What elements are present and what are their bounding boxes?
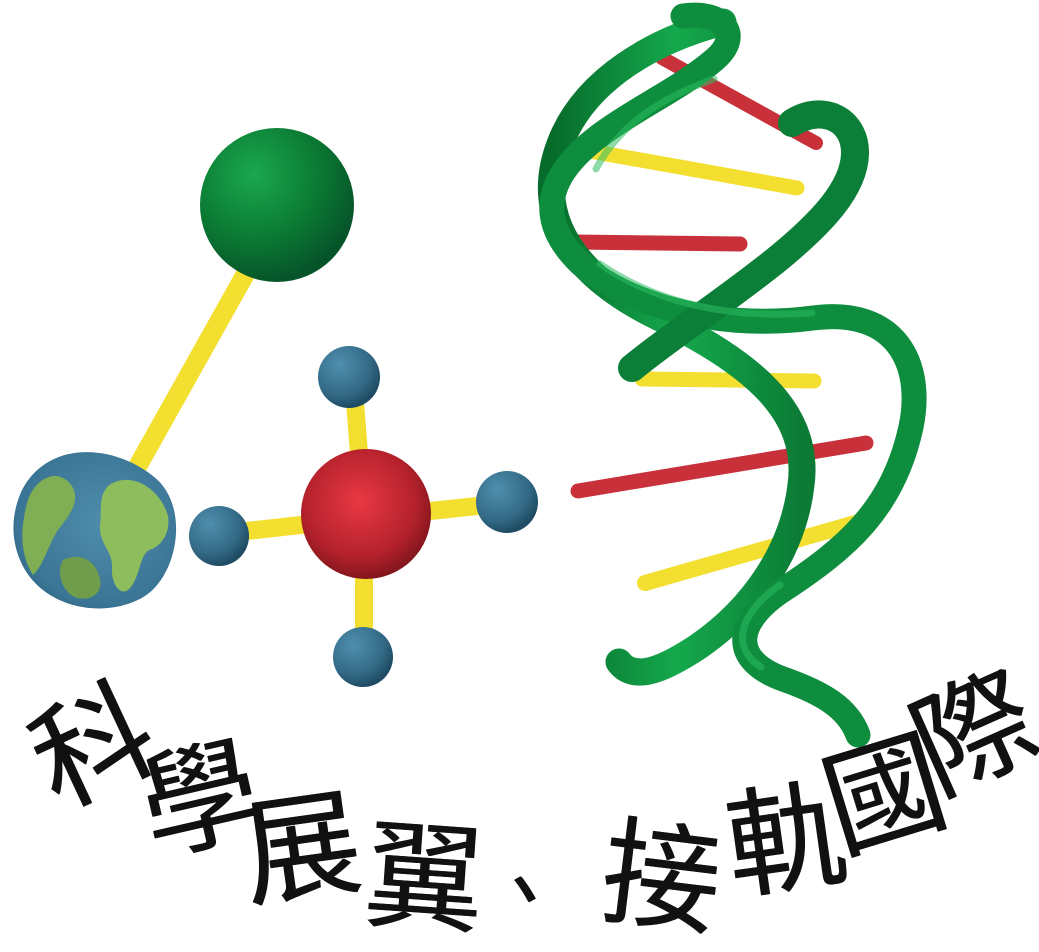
red-center-atom <box>301 449 431 579</box>
dna-strand-top-ribbon <box>618 100 869 382</box>
blue-atom-top <box>318 346 380 408</box>
earth-globe <box>13 452 177 609</box>
slogan-char-6: 接 <box>594 802 728 952</box>
atoms <box>189 128 538 687</box>
blue-atom-right <box>476 471 538 533</box>
long-bond <box>120 238 270 490</box>
earth-land-east <box>99 479 169 592</box>
base-pair-yellow-3 <box>637 512 874 591</box>
slogan-char-3: 展 <box>232 772 370 926</box>
blue-atom-left <box>189 506 249 566</box>
bond-lines <box>120 238 515 665</box>
base-pair-red-3 <box>570 435 874 499</box>
base-pair-red-2 <box>565 234 748 252</box>
slogan-char-4: 翼 <box>360 806 488 952</box>
base-pair-yellow-2 <box>634 371 822 389</box>
green-atom <box>200 128 354 282</box>
blue-atom-bottom <box>333 627 393 687</box>
dna-helix <box>537 2 927 748</box>
earth-land-south <box>59 556 101 599</box>
base-pair-yellow-1 <box>582 143 805 196</box>
dna-strand-highlight <box>592 75 816 671</box>
earth-land-west <box>22 475 76 575</box>
dna-strand-back <box>537 8 816 686</box>
slogan-punctuation: 、 <box>502 816 606 930</box>
